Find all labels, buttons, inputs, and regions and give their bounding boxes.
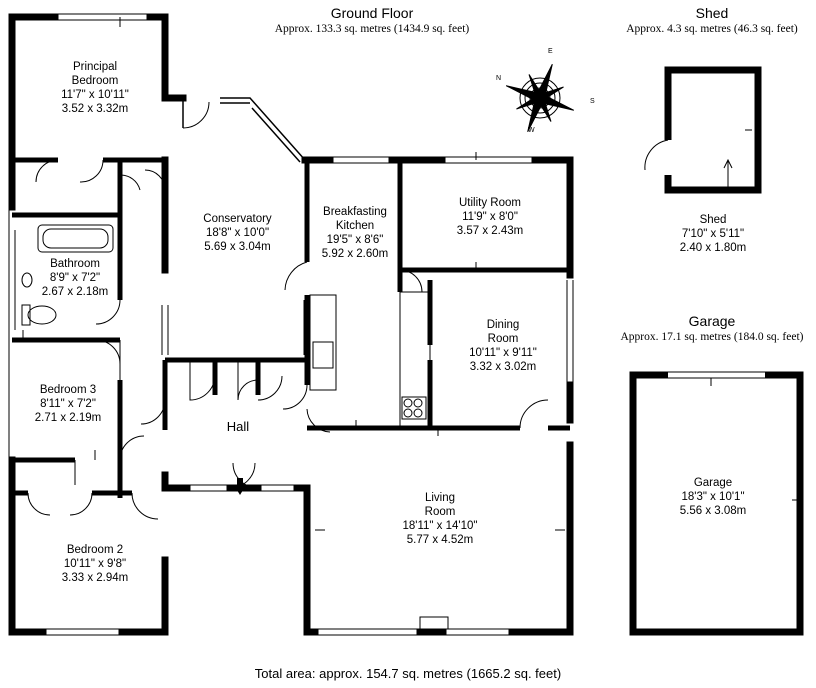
garage-area: Approx. 17.1 sq. metres (184.0 sq. feet): [620, 331, 804, 344]
garage-plan: [629, 371, 804, 636]
room-size-metric: 3.52 x 3.32m: [61, 103, 129, 116]
entrance-arrow-icon: [234, 478, 246, 495]
room-size-imperial: 8'11" x 7'2": [40, 398, 96, 411]
door-swings: [27, 101, 549, 520]
conservatory-glazing: [182, 97, 306, 163]
room-size-metric: 5.69 x 3.04m: [204, 241, 271, 254]
ground-floor-area: Approx. 133.3 sq. metres (1434.9 sq. fee…: [274, 23, 470, 36]
room-name: Bedroom 3: [39, 384, 97, 396]
shed-header: Shed Approx. 4.3 sq. metres (46.3 sq. fe…: [612, 5, 812, 36]
garage-header: Garage Approx. 17.1 sq. metres (184.0 sq…: [608, 313, 816, 344]
room-name: Room: [487, 333, 519, 346]
room-size-imperial: 11'9" x 8'0": [462, 211, 518, 224]
ground-floor-header: Ground Floor Approx. 133.3 sq. metres (1…: [262, 5, 482, 36]
compass-label-e: E: [548, 48, 553, 55]
room-name: Kitchen: [335, 220, 375, 233]
room-bedroom-3: Bedroom 3 8'11" x 7'2" 2.71 x 2.19m: [18, 383, 118, 425]
room-hall: Hall: [208, 419, 268, 435]
room-size-metric: 3.32 x 3.02m: [469, 361, 537, 374]
total-area-text: Total area: approx. 154.7 sq. metres (16…: [254, 666, 562, 681]
room-size-metric: 2.67 x 2.18m: [41, 286, 109, 299]
garage-title: Garage: [688, 313, 736, 329]
room-size-metric: 3.33 x 2.94m: [61, 572, 129, 585]
room-conservatory: Conservatory 18'8" x 10'0" 5.69 x 3.04m: [185, 212, 290, 254]
room-name: Hall: [226, 419, 250, 434]
shed-area: Approx. 4.3 sq. metres (46.3 sq. feet): [626, 23, 798, 36]
room-size-metric: 5.77 x 4.52m: [406, 534, 474, 547]
shed-title: Shed: [695, 5, 729, 21]
room-size-imperial: 19'5" x 8'6": [326, 234, 384, 247]
room-name: Utility Room: [459, 197, 521, 209]
room-breakfasting-kitchen: Breakfasting Kitchen 19'5" x 8'6" 5.92 x…: [310, 205, 400, 261]
room-size-metric: 2.71 x 2.19m: [34, 412, 102, 425]
room-size-imperial: 10'11" x 9'8": [63, 558, 127, 571]
compass-label-n: N: [496, 75, 501, 82]
room-name: Living: [424, 492, 456, 504]
room-dining: Dining Room 10'11" x 9'11" 3.32 x 3.02m: [448, 318, 558, 374]
room-name: Bathroom: [50, 258, 100, 270]
windows: [8, 13, 574, 636]
room-size-imperial: 8'9" x 7'2": [49, 272, 101, 285]
room-garage: Garage 18'3" x 10'1" 5.56 x 3.08m: [663, 476, 763, 518]
room-name: Bedroom 2: [66, 544, 124, 556]
room-name: Breakfasting: [323, 206, 387, 218]
total-area-footer: Total area: approx. 154.7 sq. metres (16…: [208, 666, 608, 682]
room-bedroom-2: Bedroom 2 10'11" x 9'8" 3.33 x 2.94m: [40, 543, 150, 585]
room-size-imperial: 18'11" x 14'10": [402, 520, 478, 533]
room-name: Bedroom: [71, 75, 119, 88]
room-size-imperial: 18'3" x 10'1": [681, 491, 745, 504]
room-bathroom: Bathroom 8'9" x 7'2" 2.67 x 2.18m: [25, 257, 125, 299]
room-size-metric: 5.56 x 3.08m: [679, 505, 747, 518]
room-name: Garage: [693, 477, 733, 489]
dimension-ticks: [22, 17, 565, 531]
room-size-metric: 2.40 x 1.80m: [679, 242, 747, 255]
room-living: Living Room 18'11" x 14'10" 5.77 x 4.52m: [385, 491, 495, 547]
room-name: Dining: [486, 319, 520, 331]
room-size-metric: 5.92 x 2.60m: [321, 248, 389, 261]
room-name: Room: [424, 506, 456, 519]
room-size-metric: 3.57 x 2.43m: [456, 225, 524, 238]
room-utility: Utility Room 11'9" x 8'0" 3.57 x 2.43m: [435, 196, 545, 238]
compass-label-w: W: [528, 127, 535, 134]
ground-floor-title: Ground Floor: [330, 5, 414, 21]
interior-walls: [12, 157, 570, 498]
room-size-imperial: 18'8" x 10'0": [205, 227, 270, 240]
compass-label-s: S: [590, 98, 595, 105]
room-name: Shed: [699, 214, 727, 226]
room-name: Conservatory: [203, 213, 272, 225]
compass-rose-icon: [505, 63, 575, 133]
room-size-imperial: 11'7" x 10'11": [61, 89, 129, 102]
room-principal-bedroom: Principal Bedroom 11'7" x 10'11" 3.52 x …: [40, 60, 150, 116]
room-size-imperial: 7'10" x 5'11": [681, 228, 745, 241]
room-size-imperial: 10'11" x 9'11": [469, 347, 537, 360]
room-name: Principal: [72, 61, 118, 73]
room-shed: Shed 7'10" x 5'11" 2.40 x 1.80m: [663, 213, 763, 255]
shed-plan: [644, 66, 762, 194]
fixtures: [21, 224, 449, 630]
